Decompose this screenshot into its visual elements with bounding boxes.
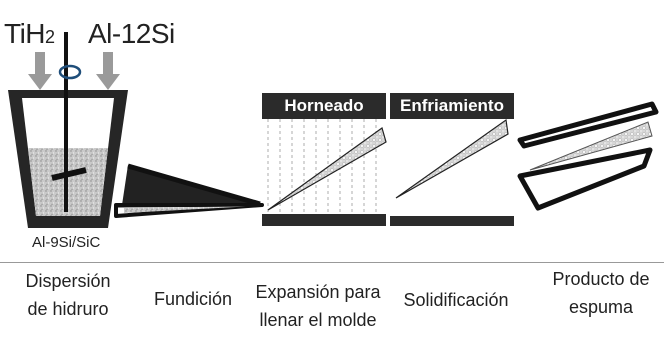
caption-producto: Producto de espuma: [552, 269, 650, 317]
enfriamiento-bar: Enfriamiento: [390, 93, 514, 119]
mould-casting: [114, 163, 264, 218]
stirrer-icon: [51, 32, 87, 212]
al9si-sic-label: Al-9Si/SiC: [32, 234, 101, 251]
caption-expansion: Expansión para llenar el molde: [255, 282, 381, 330]
caption-fundicion: Fundición: [153, 289, 233, 309]
caption-solidificacion: Solidificación: [403, 290, 509, 310]
horneado-bar: Horneado: [262, 93, 386, 119]
tih2-arrow-icon: [28, 52, 52, 90]
al12si-label: Al-12Si: [88, 18, 175, 49]
caption-dispersion: Dispersión de hidruro: [25, 271, 111, 319]
tih2-label: TiH2: [4, 18, 55, 49]
foam-product: [517, 101, 659, 211]
al12si-arrow-icon: [96, 52, 120, 90]
divider-line: [0, 262, 664, 263]
